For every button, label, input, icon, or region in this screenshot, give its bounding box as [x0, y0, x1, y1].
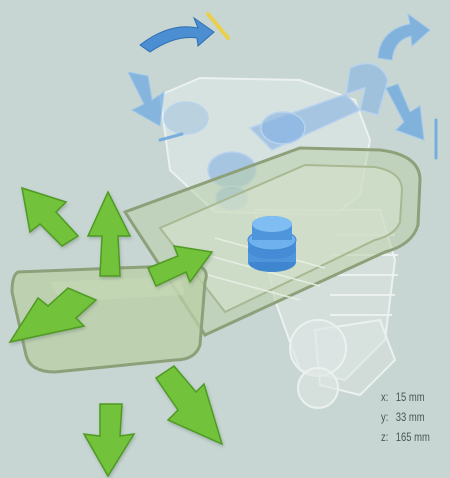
green-move-arrow-icon	[84, 404, 134, 476]
blue-cylinder	[248, 216, 296, 272]
green-move-arrow-icon	[22, 188, 78, 246]
axis-readout: x: 15 mm y: 33 mm z: 165 mm	[381, 388, 430, 448]
axis-x-label: x:	[381, 388, 396, 408]
axis-y-label: y:	[381, 408, 396, 428]
green-move-arrow-icon	[88, 192, 130, 276]
axis-z-row: z: 165 mm	[381, 428, 430, 448]
axis-z-value: 165 mm	[396, 428, 430, 448]
axis-y-value: 33 mm	[396, 408, 425, 428]
green-move-arrow-icon	[156, 366, 222, 444]
axis-y-row: y: 33 mm	[381, 408, 430, 428]
axis-x-value: 15 mm	[396, 388, 425, 408]
axis-z-label: z:	[381, 428, 396, 448]
axis-x-row: x: 15 mm	[381, 388, 430, 408]
